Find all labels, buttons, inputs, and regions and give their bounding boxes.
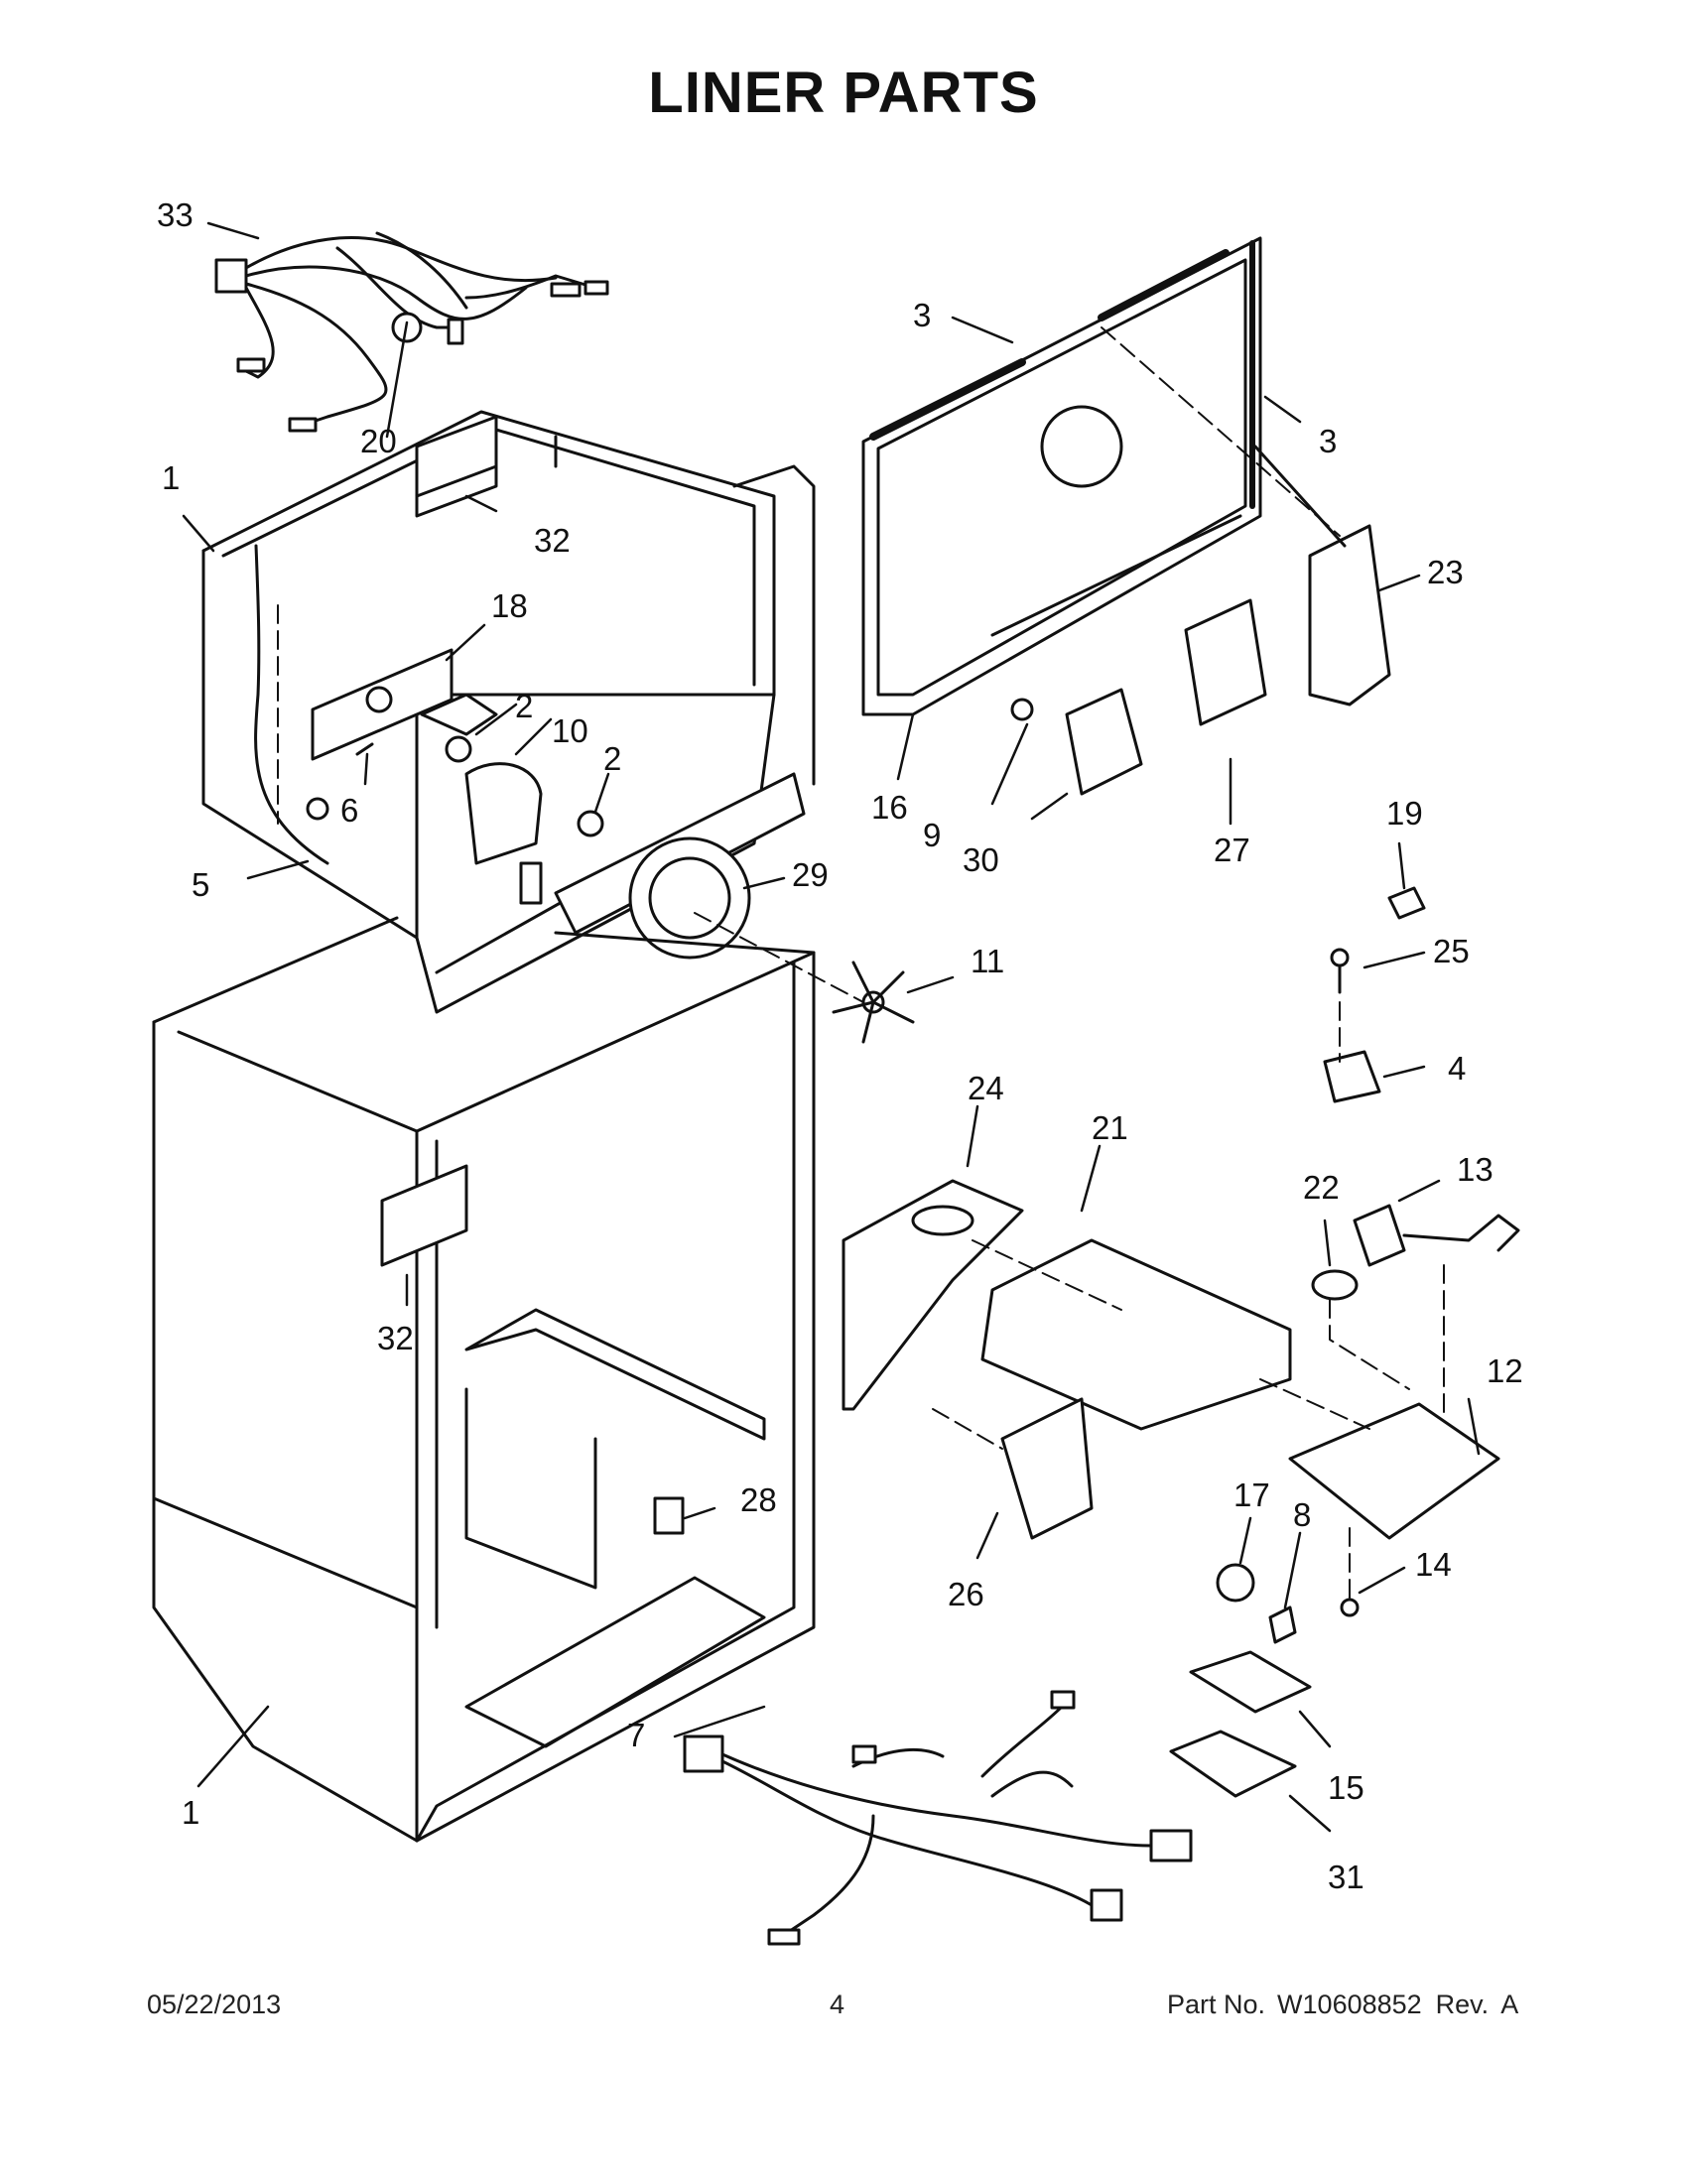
assembly-lines	[277, 326, 1445, 1599]
callout-labels: 33 20 1 32 18 2 10 2 6 5 29 11 3 3 23 16…	[157, 196, 1523, 1895]
callout-21: 21	[1092, 1109, 1128, 1146]
callout-3b: 3	[1319, 423, 1337, 459]
callout-28: 28	[740, 1481, 777, 1518]
callout-12: 12	[1487, 1352, 1523, 1389]
callout-23: 23	[1427, 554, 1464, 590]
callout-17: 17	[1233, 1477, 1270, 1513]
callout-32: 32	[534, 522, 571, 559]
callout-1b: 1	[182, 1794, 199, 1831]
air-diffuser-assembly	[842, 1179, 1292, 1540]
callout-15: 15	[1328, 1769, 1364, 1806]
leader-lines	[182, 221, 1481, 1833]
callout-18: 18	[491, 587, 528, 624]
callout-11: 11	[971, 943, 1004, 979]
callout-30: 30	[963, 841, 999, 878]
callout-27: 27	[1214, 832, 1250, 868]
callout-16: 16	[871, 789, 908, 826]
callout-9: 9	[923, 817, 941, 853]
page-title: LINER PARTS	[648, 61, 1039, 125]
motor-assembly	[306, 693, 604, 905]
callout-32b: 32	[377, 1320, 414, 1356]
callout-14: 14	[1415, 1546, 1452, 1583]
bracket-18	[311, 648, 454, 761]
callout-4: 4	[1448, 1050, 1466, 1087]
footer-date: 05/22/2013	[147, 1990, 282, 2019]
callout-31: 31	[1328, 1859, 1364, 1895]
callout-19: 19	[1386, 795, 1423, 832]
callout-26: 26	[948, 1576, 984, 1612]
revision-label: Rev.	[1435, 1990, 1490, 2019]
wire-harness-lower	[683, 1690, 1193, 1946]
part-number-label: Part No.	[1167, 1990, 1266, 2019]
callout-20: 20	[360, 423, 397, 459]
callout-22: 22	[1303, 1169, 1340, 1206]
fan-blade	[832, 961, 915, 1044]
cover-parts	[1010, 445, 1391, 796]
evaporator-cover	[861, 236, 1262, 716]
callout-2a: 2	[515, 688, 533, 724]
callout-1: 1	[162, 459, 180, 496]
fan-housing	[554, 772, 806, 960]
callout-25: 25	[1433, 933, 1470, 969]
callout-7: 7	[627, 1717, 645, 1753]
callout-13: 13	[1457, 1151, 1493, 1188]
footer-part-info: Part No. W10608852 Rev. A	[1167, 1990, 1518, 2020]
callout-33: 33	[157, 196, 194, 233]
callout-5: 5	[192, 866, 209, 903]
control-parts	[1169, 886, 1520, 1798]
footer-page-number: 4	[830, 1990, 845, 2019]
revision: A	[1500, 1990, 1519, 2019]
callout-29: 29	[792, 856, 829, 893]
callout-24: 24	[968, 1070, 1004, 1106]
part-number: W10608852	[1277, 1990, 1422, 2019]
fresh-food-liner	[152, 916, 816, 1843]
callout-2b: 2	[603, 740, 621, 777]
callout-3a: 3	[913, 297, 931, 333]
callout-10: 10	[552, 712, 588, 749]
callout-8: 8	[1293, 1496, 1311, 1533]
callout-6: 6	[340, 792, 358, 829]
wire-harness-upper	[214, 231, 609, 433]
